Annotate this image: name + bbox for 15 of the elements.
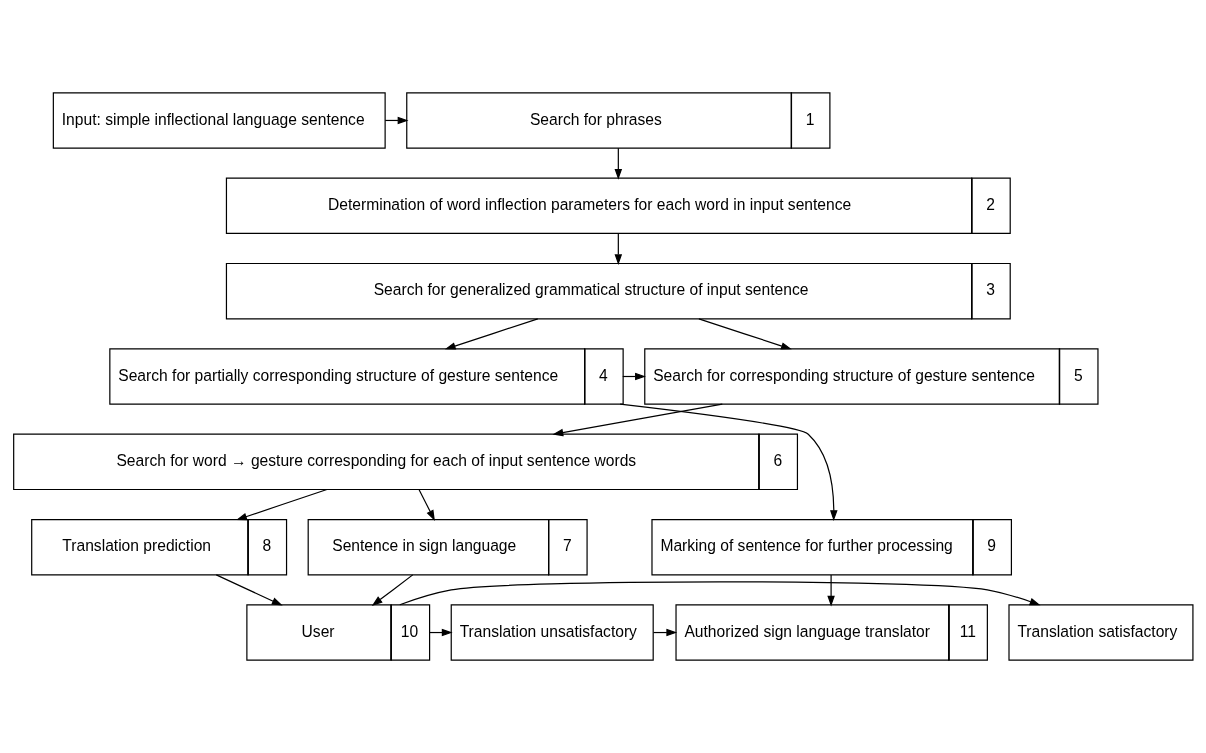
arrow xyxy=(444,318,539,350)
arrow xyxy=(418,489,435,521)
node-box: Translation satisfactory xyxy=(1008,604,1194,661)
node-box: Input: simple inflectional language sentence xyxy=(52,92,386,149)
arrow xyxy=(614,233,623,266)
node-box: Translation unsatisfactory xyxy=(450,604,654,661)
arrow xyxy=(399,581,1041,606)
arrow xyxy=(371,574,414,606)
arrow xyxy=(827,574,835,607)
arrow xyxy=(698,318,792,350)
arrow xyxy=(215,574,283,606)
arrow xyxy=(552,403,723,437)
arrow xyxy=(619,403,838,522)
arrow xyxy=(236,488,328,521)
arrow xyxy=(614,147,623,180)
